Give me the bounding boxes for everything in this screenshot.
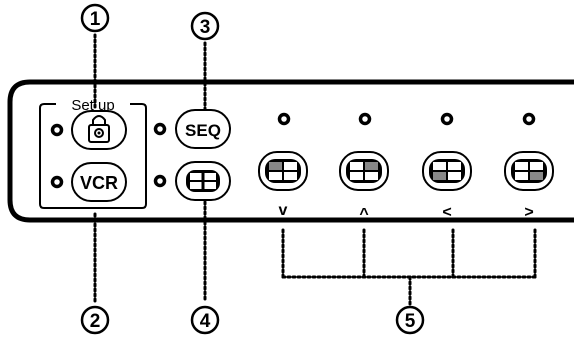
nav-button-down[interactable]: v — [258, 151, 308, 219]
led-vcr — [50, 175, 64, 189]
grid-top-left-highlight-icon — [265, 159, 301, 183]
grid-bottom-right-highlight-icon — [511, 159, 547, 183]
svg-text:4: 4 — [200, 311, 211, 332]
nav-button-right[interactable]: > — [504, 151, 554, 221]
quad-grid-icon — [186, 170, 220, 192]
seq-button[interactable]: SEQ — [175, 109, 231, 149]
lock-icon — [88, 115, 110, 143]
led-nav-4 — [522, 112, 536, 126]
svg-text:1: 1 — [90, 9, 101, 30]
nav-button-left[interactable]: < — [422, 151, 472, 221]
nav-label-right: > — [524, 204, 533, 221]
grid-bottom-left-highlight-icon — [429, 159, 465, 183]
panel-outline — [7, 79, 574, 223]
nav-label-left: < — [442, 204, 451, 221]
led-nav-2 — [358, 112, 372, 126]
vcr-label: VCR — [80, 173, 118, 193]
led-lock — [50, 123, 64, 137]
lock-button[interactable] — [71, 110, 127, 150]
callout-2: 2 — [80, 212, 110, 335]
seq-label: SEQ — [185, 121, 221, 140]
nav-button-up[interactable]: ^ — [339, 151, 389, 223]
setup-bracket: Set up — [39, 97, 147, 209]
callout-4: 4 — [190, 200, 220, 335]
led-quad — [153, 174, 167, 188]
led-seq — [153, 122, 167, 136]
nav-label-up: ^ — [359, 206, 368, 223]
svg-text:3: 3 — [200, 17, 211, 38]
callout-3: 3 — [190, 11, 220, 112]
callout-5: 5 — [281, 228, 537, 335]
led-nav-3 — [440, 112, 454, 126]
svg-text:2: 2 — [90, 311, 101, 332]
led-nav-1 — [277, 112, 291, 126]
svg-text:5: 5 — [405, 311, 416, 332]
quad-button[interactable] — [175, 161, 231, 201]
vcr-button[interactable]: VCR — [71, 162, 127, 202]
nav-label-down: v — [279, 202, 288, 219]
setup-label: Set up — [71, 97, 114, 114]
callout-1: 1 — [80, 3, 110, 110]
led-indicators — [50, 112, 536, 189]
grid-top-right-highlight-icon — [346, 159, 382, 183]
